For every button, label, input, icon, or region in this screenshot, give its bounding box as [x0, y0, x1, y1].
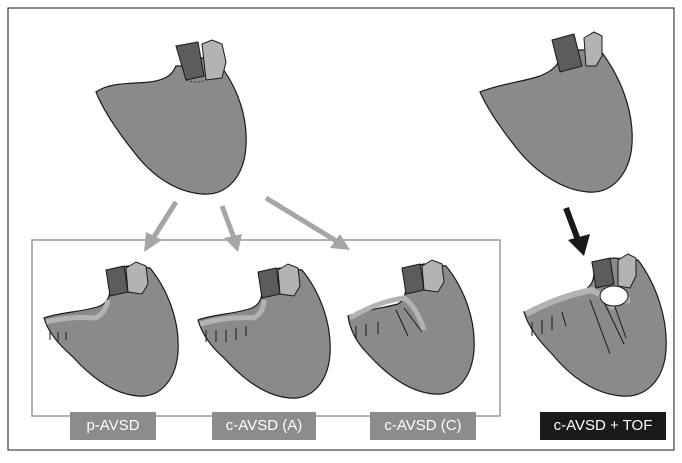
- label-c-avsd-tof: c-AVSD + TOF: [540, 412, 666, 440]
- pulmonary-trunk: [278, 264, 300, 296]
- heart-body: [480, 50, 632, 192]
- heart-tof-top: [480, 32, 632, 192]
- heart-body: [96, 58, 246, 194]
- heart-c-avsd-tof: [524, 254, 666, 396]
- arrow-to-p-avsd: [144, 202, 176, 252]
- heart-normal-top: [96, 40, 246, 194]
- grey-arrows: [144, 198, 350, 252]
- aorta-trunk: [258, 268, 280, 298]
- label-c-avsd-c: c-AVSD (C): [370, 412, 476, 440]
- pulmonary-trunk: [202, 40, 226, 80]
- label-p-avsd: p-AVSD: [70, 412, 156, 440]
- pulmonary-trunk: [422, 260, 444, 292]
- black-arrow: [566, 208, 590, 256]
- aorta-trunk: [106, 266, 128, 296]
- aorta-trunk: [592, 258, 614, 288]
- pulmonary-trunk: [126, 262, 148, 294]
- heart-p-avsd: [44, 262, 178, 396]
- heart-c-avsd-a: [198, 264, 330, 398]
- heart-c-avsd-c: [348, 260, 474, 394]
- arrow-to-c-avsd-a: [222, 206, 242, 252]
- septal-defect: [600, 286, 628, 306]
- aorta-trunk: [402, 264, 424, 294]
- pulmonary-trunk: [584, 32, 602, 66]
- label-c-avsd-a: c-AVSD (A): [212, 412, 316, 440]
- arrow-to-c-avsd-c: [266, 198, 350, 250]
